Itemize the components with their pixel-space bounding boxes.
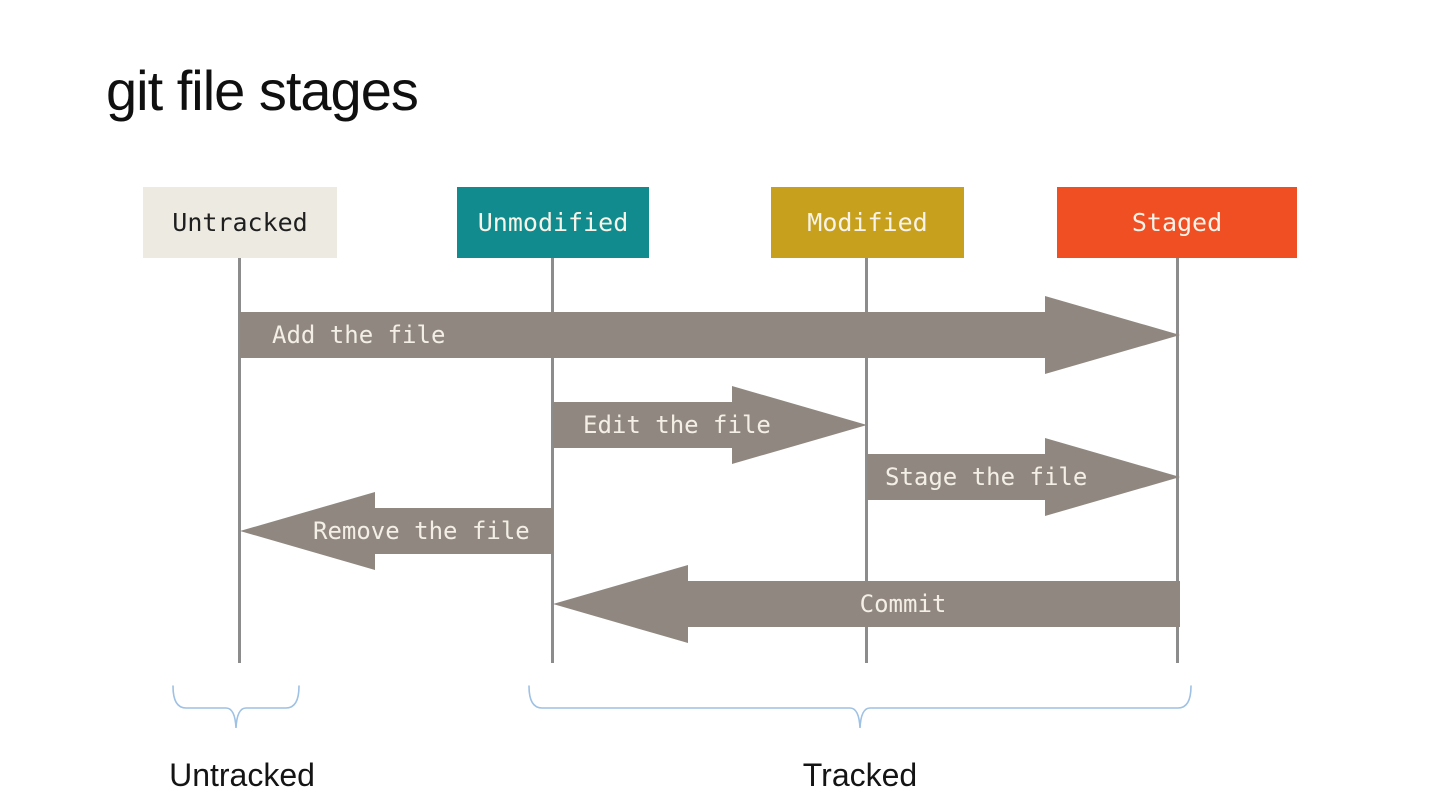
untracked-brace-icon bbox=[172, 685, 300, 729]
arrow-right-icon bbox=[732, 386, 867, 464]
arrow-edit-the-file-body bbox=[553, 402, 732, 448]
arrow-add-the-file-body bbox=[240, 312, 1045, 358]
arrow-right-icon bbox=[1045, 296, 1180, 374]
arrow-add-the-file-label: Add the file bbox=[272, 321, 446, 349]
arrow-remove-the-file-body bbox=[375, 508, 553, 554]
stage-box-untracked: Untracked bbox=[143, 187, 337, 258]
stage-box-unmodified: Unmodified bbox=[457, 187, 649, 258]
tracked-brace-icon bbox=[528, 685, 1192, 729]
stage-box-modified-label: Modified bbox=[807, 208, 928, 237]
arrow-commit-label: Commit bbox=[859, 590, 947, 618]
slide-title: git file stages bbox=[106, 59, 419, 122]
stage-box-staged: Staged bbox=[1057, 187, 1297, 258]
arrow-edit-the-file-label: Edit the file bbox=[583, 411, 771, 439]
stage-box-untracked-label: Untracked bbox=[172, 208, 308, 237]
arrow-commit-body bbox=[688, 581, 1180, 627]
arrow-right-icon bbox=[1045, 438, 1180, 516]
lifeline-unmodified bbox=[551, 258, 554, 663]
stage-box-unmodified-label: Unmodified bbox=[477, 208, 629, 237]
arrow-stage-the-file-label: Stage the file bbox=[885, 463, 1088, 491]
arrow-left-icon bbox=[553, 565, 688, 643]
stage-box-staged-label: Staged bbox=[1131, 208, 1223, 237]
arrow-left-icon bbox=[240, 492, 375, 570]
group-label-tracked: Tracked bbox=[802, 757, 918, 793]
stage-box-modified: Modified bbox=[771, 187, 964, 258]
group-label-untracked: Untracked bbox=[169, 757, 315, 793]
lifeline-untracked bbox=[238, 258, 241, 663]
arrow-stage-the-file-body bbox=[867, 454, 1045, 500]
arrow-remove-the-file-label: Remove the file bbox=[313, 517, 530, 545]
